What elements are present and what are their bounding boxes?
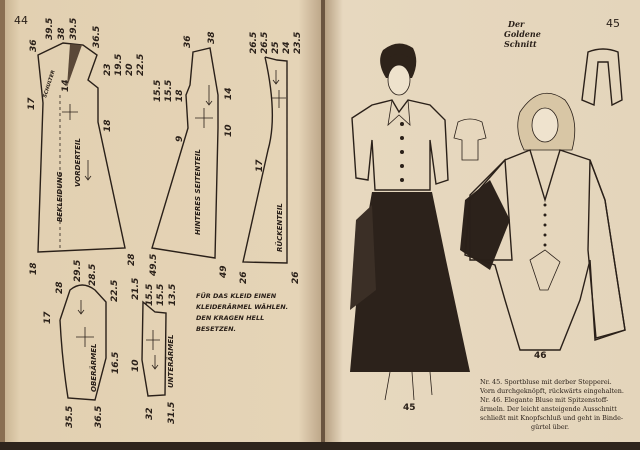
- measurement-label: 38: [57, 27, 67, 40]
- measurement-label: 17: [255, 159, 265, 172]
- measurement-label: 18: [103, 119, 113, 132]
- measurement-label: 10: [131, 359, 141, 372]
- measurement-label: 36: [29, 39, 39, 52]
- blouse-back-sketch-46: [581, 48, 623, 107]
- measurement-label: Vorn durchgeknöpft, rückwärts eingehalte…: [479, 387, 624, 395]
- measurement-label: 39.5: [45, 18, 55, 40]
- measurement-label: Nr. 46. Elegante Bluse mit Spitzenstoff-: [480, 396, 608, 404]
- label-bekleidung: BEKLEIDUNG: [56, 171, 64, 222]
- spine: [321, 0, 325, 450]
- pattern-back-side-piece: HINTERES SEITENTEIL 36 38 15.5 15.5 18 1…: [149, 31, 234, 279]
- measurement-label: 17: [43, 311, 53, 324]
- measurement-label: 28.5: [88, 264, 98, 286]
- fashion-figure-46: 46: [460, 92, 626, 361]
- measurement-label: 25: [271, 41, 281, 54]
- label-rueckenteil: RÜCKENTEIL: [275, 203, 284, 252]
- logo-der-goldene-schnitt: Der Goldene Schnitt: [504, 19, 541, 49]
- measurement-label: ärmeln. Der leicht ansteigende Ausschnit…: [480, 405, 617, 413]
- measurement-label: 15.5: [156, 284, 166, 306]
- measurement-label: 36: [183, 35, 193, 48]
- measurement-label: 35.5: [65, 406, 75, 428]
- label-unteraermel: UNTERÄRMEL: [166, 334, 175, 388]
- measurement-label: 39.5: [69, 18, 79, 40]
- measurement-label: KLEIDERÄRMEL WÄHLEN.: [196, 302, 288, 311]
- measurement-label: 28: [127, 253, 137, 266]
- page-number-left: 44: [14, 14, 28, 27]
- measurement-label: 23.5: [293, 32, 303, 54]
- measurement-label: 29.5: [73, 260, 83, 282]
- measurement-label: 16.5: [111, 352, 121, 374]
- measurement-label: 28: [55, 281, 65, 294]
- measurement-label: 36.5: [92, 26, 102, 48]
- label-hinteres-seitenteil: HINTERES SEITENTEIL: [194, 149, 202, 235]
- measurement-label: 22.5: [136, 54, 146, 76]
- measurement-label: 31.5: [167, 402, 177, 424]
- measurement-label: 21.5: [131, 278, 141, 300]
- measurement-label: 14: [61, 79, 71, 92]
- measurement-label: 26: [291, 271, 301, 284]
- measurement-label: 9: [175, 136, 185, 142]
- pattern-note: FÜR DAS KLEID EINEN KLEIDERÄRMEL WÄHLEN.…: [196, 291, 288, 333]
- measurement-label: 23: [103, 63, 113, 76]
- measurement-label: 22.5: [110, 280, 120, 302]
- measurement-label: 49.5: [149, 254, 159, 277]
- measurement-label: BESETZEN.: [196, 325, 236, 333]
- measurement-label: 17: [27, 97, 37, 110]
- measurement-label: 26: [239, 271, 249, 284]
- pattern-upper-sleeve: OBERÄRMEL 28 29.5 28.5 22.5 17 16.5 35.5…: [43, 260, 121, 428]
- measurement-label: 26.5: [260, 32, 270, 54]
- fashion-figure-45: 45: [350, 43, 470, 413]
- measurement-label: 49: [219, 265, 229, 279]
- measurement-label: Schnitt: [504, 39, 537, 49]
- measurement-label: Nr. 45. Sportbluse mit derber Stepperei.: [480, 378, 612, 386]
- measurement-label: 18: [29, 262, 39, 275]
- measurement-label: 36.5: [94, 406, 104, 428]
- caption: Nr. 45. Sportbluse mit derber Stepperei.…: [479, 378, 624, 431]
- measurement-label: schließt mit Knopfschluß und geht in Bin…: [480, 414, 623, 422]
- measurement-label: gürtel über.: [531, 423, 569, 431]
- label-oberaermel: OBERÄRMEL: [89, 344, 98, 392]
- measurement-label: 13.5: [168, 284, 178, 306]
- measurement-label: 15.5: [164, 80, 174, 102]
- measurement-label: 24: [282, 41, 292, 54]
- measurement-label: 32: [145, 407, 155, 420]
- figure-label-46: 46: [534, 351, 547, 361]
- measurement-label: Der: [507, 19, 525, 29]
- left-page: [4, 0, 324, 442]
- bottom-edge: [0, 442, 640, 450]
- left-edge: [0, 0, 5, 450]
- measurement-label: 14: [224, 87, 234, 100]
- figure-label-45: 45: [403, 403, 416, 413]
- pattern-under-sleeve: UNTERÄRMEL 21.5 15.5 15.5 13.5 10 32 31.…: [131, 278, 178, 424]
- page-number-right: 45: [606, 17, 620, 30]
- pattern-back-piece: RÜCKENTEIL 26.5 26.5 25 24 23.5 17 26 26: [239, 32, 303, 284]
- measurement-label: 18: [175, 89, 185, 102]
- measurement-label: Goldene: [504, 29, 541, 39]
- measurement-label: 19.5: [114, 54, 124, 76]
- measurement-label: 15.5: [153, 80, 163, 102]
- measurement-label: 38: [207, 31, 217, 44]
- blouse-back-sketch-45: [453, 118, 487, 161]
- label-vorderteil: VORDERTEIL: [74, 138, 82, 187]
- measurement-label: FÜR DAS KLEID EINEN: [196, 291, 277, 300]
- measurement-label: 20: [125, 63, 135, 76]
- measurement-label: DEN KRAGEN HELL: [196, 314, 264, 322]
- measurement-label: 10: [224, 124, 234, 137]
- measurement-label: 15.5: [145, 284, 155, 306]
- measurement-label: 26.5: [249, 32, 259, 54]
